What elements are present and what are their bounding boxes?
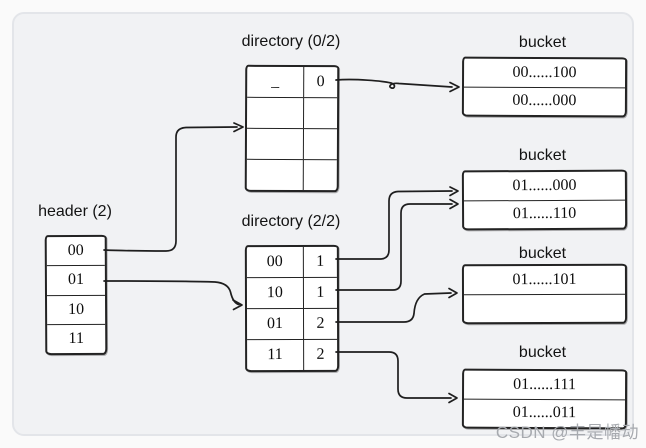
arrowhead (449, 186, 459, 197)
arrow-directory-bottom-row1-to-bucket2 (335, 190, 453, 260)
arrowhead (448, 287, 458, 299)
arrow-directory-top-to-bucket1 (335, 78, 453, 89)
arrow-directory-bottom-row3-to-bucket3 (335, 292, 452, 323)
arrow-directory-bottom-row4-to-bucket4 (335, 351, 452, 399)
arrowhead (448, 392, 458, 404)
arrowhead (233, 122, 244, 133)
directory-top-label: directory (0/2) (241, 33, 341, 50)
arrowhead (449, 198, 459, 210)
bucket-2-label: bucket (518, 147, 567, 164)
arrow-directory-bottom-row2-to-bucket2 (335, 203, 453, 291)
bucket-4-label: bucket (518, 344, 567, 361)
bucket-1-label: bucket (518, 34, 567, 51)
arrow-header01-to-directory-bottom (103, 280, 240, 306)
csdn-watermark: CSDN @丰是幡动 (495, 423, 639, 442)
directory-bottom-label: directory (2/2) (241, 213, 341, 230)
arrowhead (449, 81, 460, 93)
header-label: header (2) (38, 203, 112, 220)
arrowhead (232, 299, 243, 311)
arrow-header00-to-directory-top (103, 126, 238, 252)
bucket-3-label: bucket (518, 245, 567, 262)
